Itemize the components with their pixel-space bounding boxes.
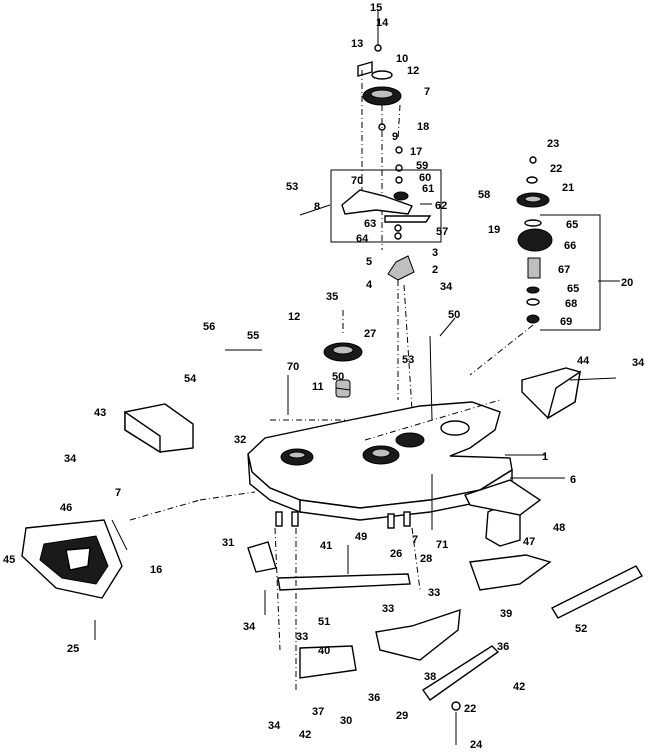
callout-13: 13 xyxy=(351,38,363,50)
callout-16: 16 xyxy=(150,564,162,576)
callout-11: 11 xyxy=(312,381,324,393)
callout-23: 23 xyxy=(547,138,559,150)
callout-42a: 42 xyxy=(513,681,525,693)
callout-53a: 53 xyxy=(286,181,298,193)
callout-71: 71 xyxy=(436,539,448,551)
callout-55: 55 xyxy=(247,330,259,342)
callout-34c: 34 xyxy=(64,453,77,465)
callout-33b: 33 xyxy=(428,587,440,599)
callout-28: 28 xyxy=(420,553,432,565)
callout-12b: 12 xyxy=(288,311,300,323)
callout-53b: 53 xyxy=(402,354,414,366)
callout-65a: 65 xyxy=(566,219,578,231)
callout-58: 58 xyxy=(478,189,490,201)
callout-68: 68 xyxy=(565,298,577,310)
callout-1: 1 xyxy=(542,451,548,463)
discharge-chute xyxy=(21,519,123,599)
callout-33c: 33 xyxy=(296,631,308,643)
callout-22b: 22 xyxy=(464,703,476,715)
leader-lines xyxy=(94,203,620,690)
callout-41: 41 xyxy=(320,540,332,552)
callout-43: 43 xyxy=(94,407,106,419)
callout-22a: 22 xyxy=(550,163,562,175)
callout-60: 60 xyxy=(419,172,431,184)
callout-49: 49 xyxy=(355,531,367,543)
callout-20: 20 xyxy=(621,277,633,289)
callout-9: 9 xyxy=(392,131,398,143)
callout-44: 44 xyxy=(577,355,590,367)
callout-24: 24 xyxy=(470,739,483,751)
callout-21: 21 xyxy=(562,182,574,194)
spindle-assembly xyxy=(469,156,601,376)
callout-8: 8 xyxy=(314,201,320,213)
callout-64: 64 xyxy=(356,233,369,245)
callout-70b: 70 xyxy=(287,361,299,373)
belt-covers xyxy=(124,367,581,454)
callout-5: 5 xyxy=(366,256,372,268)
callout-50a: 50 xyxy=(448,309,460,321)
callout-29: 29 xyxy=(396,710,408,722)
callout-38: 38 xyxy=(424,671,436,683)
callout-33a: 33 xyxy=(382,603,394,615)
callout-52: 52 xyxy=(575,623,587,635)
callout-7a: 7 xyxy=(424,86,430,98)
callout-17: 17 xyxy=(410,146,422,158)
callout-36a: 36 xyxy=(497,641,509,653)
deck-pulley xyxy=(323,310,363,398)
callout-67: 67 xyxy=(558,264,570,276)
callout-25: 25 xyxy=(67,643,79,655)
callout-62: 62 xyxy=(435,200,447,212)
callout-69: 69 xyxy=(560,316,572,328)
callout-54: 54 xyxy=(184,373,197,385)
callout-27: 27 xyxy=(364,328,376,340)
callout-46: 46 xyxy=(60,502,72,514)
callout-34a: 34 xyxy=(632,357,645,369)
callout-30: 30 xyxy=(340,715,352,727)
lower-parts xyxy=(247,479,643,745)
callout-63: 63 xyxy=(364,218,376,230)
callout-10: 10 xyxy=(396,53,408,65)
callout-40: 40 xyxy=(318,645,330,657)
callout-7c: 7 xyxy=(412,534,418,546)
callout-66: 66 xyxy=(564,240,576,252)
callout-14: 14 xyxy=(376,17,389,29)
mower-deck xyxy=(247,401,513,529)
callout-39: 39 xyxy=(500,608,512,620)
callout-35: 35 xyxy=(326,291,338,303)
callout-37: 37 xyxy=(312,706,324,718)
callout-31: 31 xyxy=(222,537,234,549)
callout-34d: 34 xyxy=(243,621,256,633)
callout-4: 4 xyxy=(366,279,373,291)
top-pulley-assembly xyxy=(357,10,403,250)
callout-12a: 12 xyxy=(407,65,419,77)
callout-48: 48 xyxy=(553,522,565,534)
callout-32: 32 xyxy=(234,434,246,446)
callout-6: 6 xyxy=(570,474,576,486)
callout-34e: 34 xyxy=(268,720,281,732)
callout-56: 56 xyxy=(203,321,215,333)
callout-61: 61 xyxy=(422,183,434,195)
callout-47: 47 xyxy=(523,536,535,548)
callout-7b: 7 xyxy=(115,487,121,499)
callout-42b: 42 xyxy=(299,729,311,741)
callout-57: 57 xyxy=(436,226,448,238)
callout-labels: 1 2 3 4 5 6 7 7 7 8 9 10 11 12 12 13 14 … xyxy=(3,2,645,751)
callout-2: 2 xyxy=(432,264,438,276)
callout-15: 15 xyxy=(370,2,382,14)
callout-59: 59 xyxy=(416,160,428,172)
callout-19: 19 xyxy=(488,224,500,236)
callout-36b: 36 xyxy=(368,692,380,704)
callout-51: 51 xyxy=(318,616,330,628)
idler-bracket-assembly xyxy=(330,169,442,411)
callout-18: 18 xyxy=(417,121,429,133)
callout-34b: 34 xyxy=(440,281,453,293)
callout-65b: 65 xyxy=(567,283,579,295)
callout-45: 45 xyxy=(3,554,15,566)
callout-50b: 50 xyxy=(332,371,344,383)
callout-26: 26 xyxy=(390,548,402,560)
callout-70a: 70 xyxy=(351,175,363,187)
callout-3: 3 xyxy=(432,247,438,259)
